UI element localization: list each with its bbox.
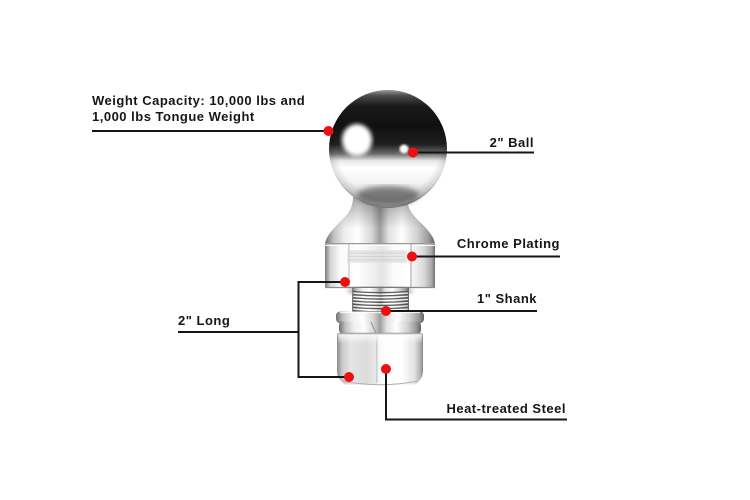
callout-shank: 1" Shank [476, 291, 537, 306]
dot-material [381, 364, 391, 374]
callout-ball: 2" Ball [489, 135, 534, 150]
callout-length: 2" Long [178, 313, 231, 328]
dot-weight-capacity [323, 126, 334, 136]
callout-dots [323, 126, 418, 382]
etched-label-band [347, 250, 407, 263]
hex-collar [325, 243, 435, 295]
dot-length-bottom [344, 372, 354, 382]
dot-length-top [340, 277, 350, 287]
hex-nut [337, 333, 423, 386]
leader-bracket-length [297, 281, 349, 378]
callout-weight-capacity: Weight Capacity: 10,000 lbs and 1,000 lb… [92, 93, 305, 124]
callout-material: Heat-treated Steel [446, 401, 566, 416]
threaded-shank [352, 288, 409, 314]
weight-capacity-line1: Weight Capacity: 10,000 lbs and [92, 93, 306, 108]
hitch-ball-sphere [329, 90, 447, 208]
dot-chrome-plating [407, 251, 417, 262]
leader-lines [92, 130, 567, 421]
neck-flare [325, 197, 435, 246]
callout-chrome-plating: Chrome Plating [456, 236, 560, 251]
weight-capacity-line2: 1,000 lbs Tongue Weight [92, 108, 255, 124]
washer-stack [336, 311, 424, 334]
dot-shank [381, 306, 391, 316]
leader-line-material [385, 369, 567, 421]
dot-ball [408, 147, 418, 158]
